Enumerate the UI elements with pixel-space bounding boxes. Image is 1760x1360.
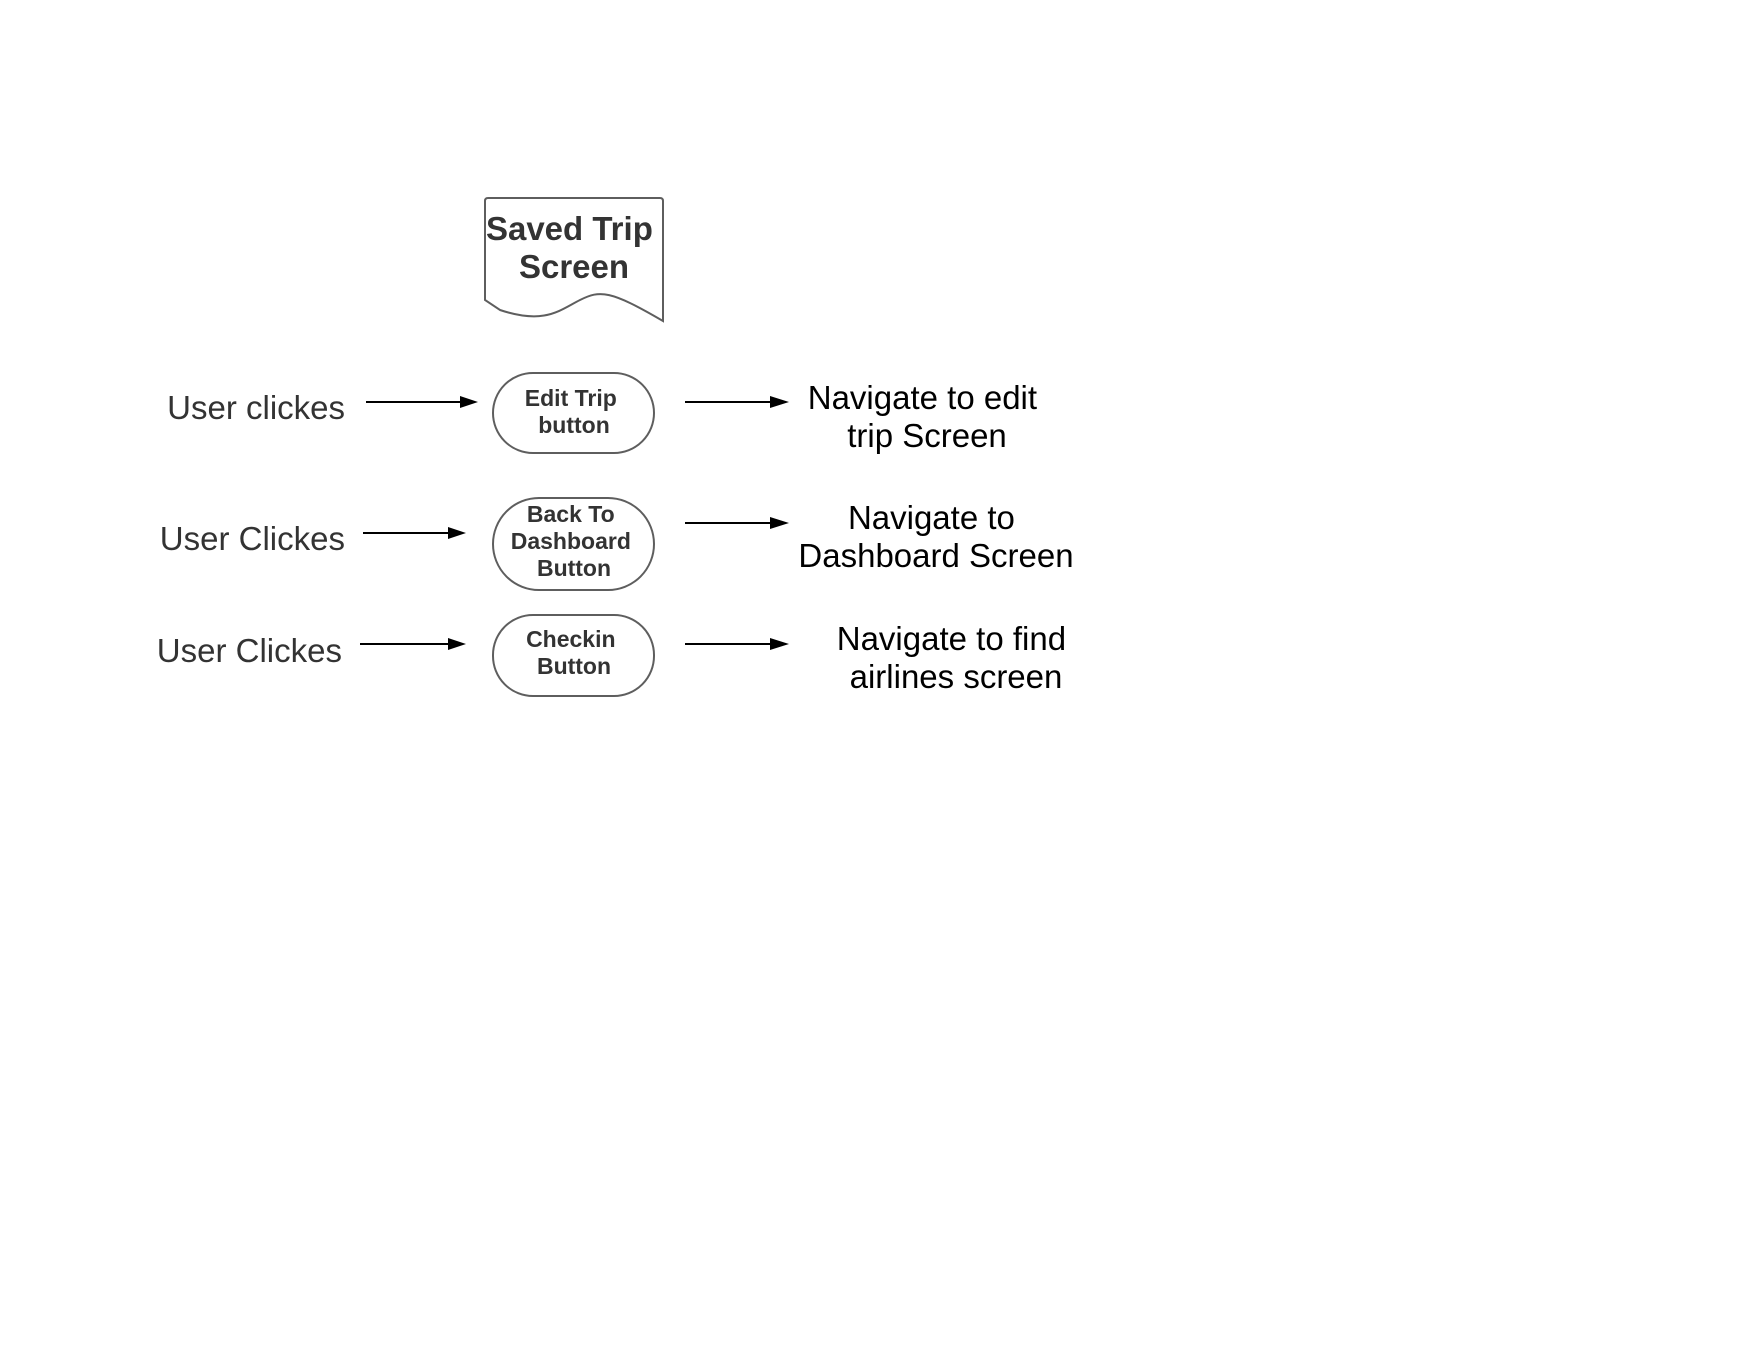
svg-text:Checkin Button: Checkin Button	[526, 626, 622, 679]
row-1-result-line-2: trip Screen	[847, 417, 1007, 454]
svg-text:Navigate to find airline: Navigate to find airlines screen	[837, 620, 1075, 695]
checkin-button-node: Checkin Button	[492, 614, 655, 697]
checkin-button-line-1: Checkin	[526, 626, 615, 652]
svg-text:Navigate to edit trip Sc: Navigate to edit trip Screen	[808, 379, 1046, 454]
svg-text:Edit Trip button: Edit Trip button	[525, 385, 623, 438]
row-3-arrow-out	[685, 638, 789, 650]
row-3-result-line-2: airlines screen	[850, 658, 1063, 695]
back-to-dashboard-button-line-2: Dashboard	[511, 528, 631, 554]
edit-trip-button-line-1: Edit Trip	[525, 385, 617, 411]
flow-row-edit-trip: User clickes Edit Trip button Navigate t…	[167, 372, 1046, 454]
svg-text:Back To Dashboard: Back To Dashboard Button	[511, 501, 638, 581]
row-2-result-line-2: Dashboard Screen	[798, 537, 1073, 574]
row-2-result-line-1: Navigate to	[848, 499, 1015, 536]
checkin-button-line-2: Button	[537, 653, 611, 679]
row-1-action-label: User clickes	[167, 389, 345, 426]
back-to-dashboard-button-line-3: Button	[537, 555, 611, 581]
row-2-arrow-in	[363, 527, 466, 539]
row-3-arrow-in	[360, 638, 466, 650]
flow-row-back-to-dashboard: User Clickes Back To Dashboard Button Na…	[160, 497, 1074, 591]
saved-trip-screen-title-line-2: Screen	[519, 248, 629, 285]
row-1-arrow-out	[685, 396, 789, 408]
saved-trip-screen-node: Saved Trip Screen	[484, 197, 664, 323]
row-3-result-line-1: Navigate to find	[837, 620, 1066, 657]
flow-row-checkin: User Clickes Checkin Button Navigate to …	[157, 614, 1075, 697]
back-to-dashboard-button-line-1: Back To	[527, 501, 615, 527]
back-to-dashboard-button-node: Back To Dashboard Button	[492, 497, 655, 591]
edit-trip-button-node: Edit Trip button	[492, 372, 655, 454]
edit-trip-button-line-2: button	[538, 412, 610, 438]
svg-text:Saved Trip Screen: Saved Trip Screen	[486, 210, 662, 285]
row-2-action-label: User Clickes	[160, 520, 345, 557]
row-2-arrow-out	[685, 517, 789, 529]
svg-text:Navigate to Dashboard Sc: Navigate to Dashboard Screen	[798, 499, 1073, 574]
row-1-arrow-in	[366, 396, 478, 408]
row-1-result-line-1: Navigate to edit	[808, 379, 1037, 416]
row-3-action-label: User Clickes	[157, 632, 342, 669]
saved-trip-screen-title-line-1: Saved Trip	[486, 210, 653, 247]
